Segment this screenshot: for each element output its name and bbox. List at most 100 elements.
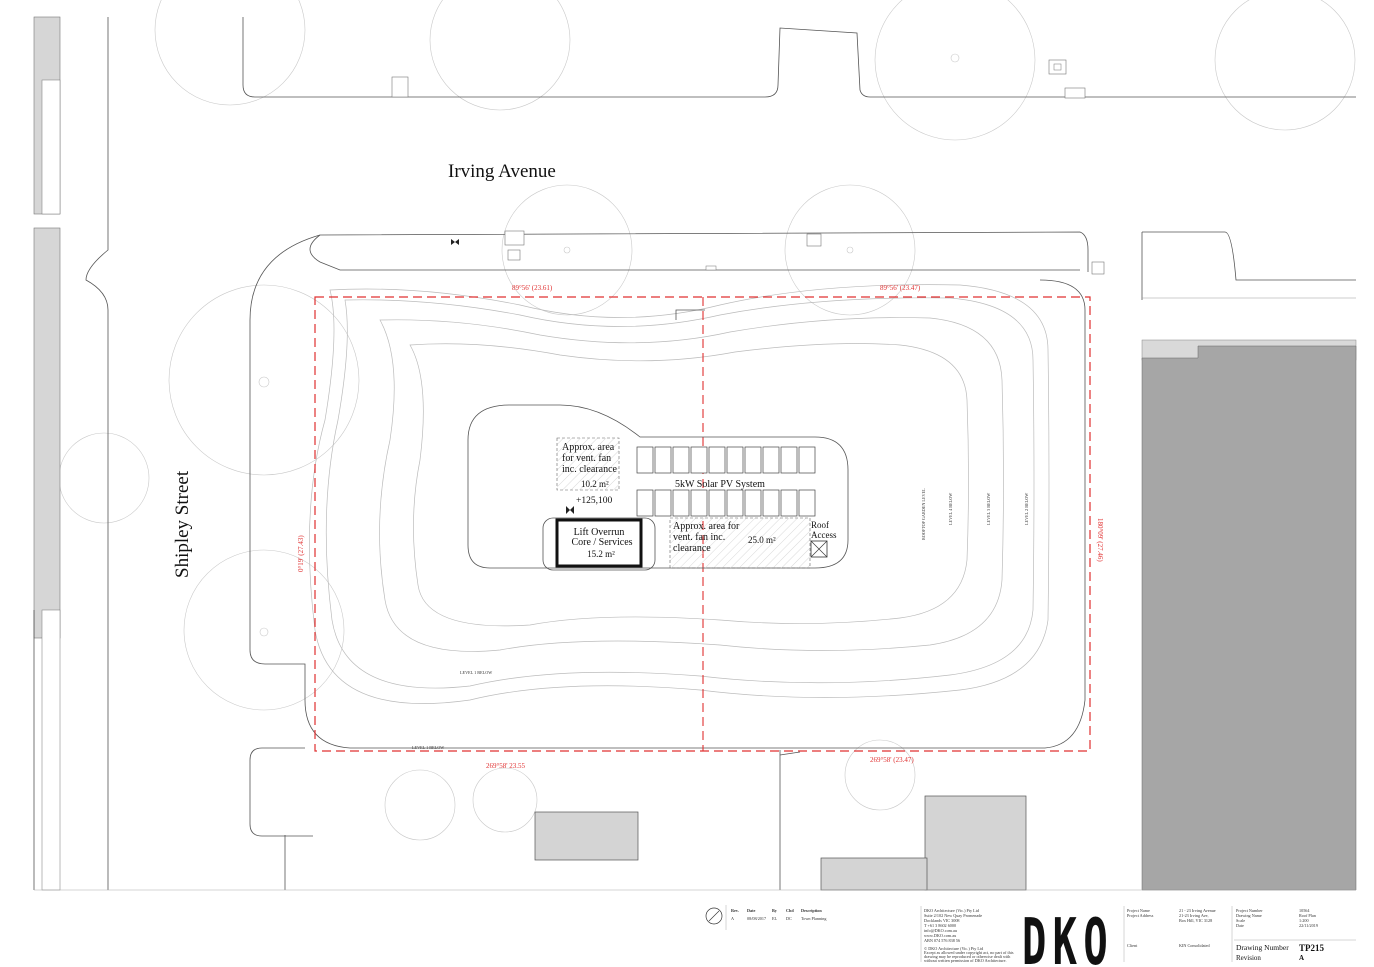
drawing-number-label: Drawing Number (1236, 943, 1289, 952)
firm-line: Suite 2/102 New Quay Promenade (924, 913, 982, 918)
svg-text:25.0 m²: 25.0 m² (748, 535, 776, 545)
svg-text:Lift Overrun: Lift Overrun (574, 527, 625, 538)
lift-overrun-label: Lift Overrun Core / Services 15.2 m² (571, 527, 632, 559)
shipley-street-kerbs (33, 16, 109, 891)
firm-line: ABN 074 576 838 56 (924, 938, 960, 943)
roof-access-label: Roof Access (811, 520, 837, 540)
level-label: LEVEL 3 BELOW (986, 493, 991, 525)
copyright-line: Except as allowed under copyright act, n… (924, 950, 1014, 956)
boundary-label-south-right: 269°58' (23.47) (870, 756, 914, 764)
solar-panel (762, 446, 780, 474)
svg-text:10.2 m²: 10.2 m² (581, 479, 609, 489)
copyright-line: drawing may be reproduced or otherwise d… (924, 954, 1011, 959)
project-number-label: Project Number (1236, 908, 1263, 913)
solar-panel (672, 489, 690, 517)
svg-text:Approx. area: Approx. area (562, 442, 615, 453)
revision-label: Revision (1236, 954, 1261, 962)
north-point-icon (705, 907, 723, 925)
copyright-line: without written permission of DKO Archit… (924, 958, 1007, 963)
revision-value: A (1299, 954, 1304, 962)
solar-panel (744, 489, 762, 517)
rev-row-by: EL (772, 916, 778, 921)
copyright-line: © DKO Architecture (Vic.) Pty Ltd (924, 946, 984, 951)
level-label: ROOFTOP GARDEN LEVEL (921, 488, 926, 540)
svg-text:Core / Services: Core / Services (571, 537, 632, 548)
solar-panel (798, 489, 816, 517)
level-label: LEVEL 1 BELOW (460, 670, 492, 675)
scale-value: 1:200 (1299, 918, 1309, 923)
rev-row-rev: A (731, 916, 734, 921)
solar-panel (726, 489, 744, 517)
svg-text:Roof: Roof (811, 520, 829, 530)
boundary-label-east: 180°09' (27.46) (1096, 518, 1104, 562)
drawing-name-value: Roof Plan (1299, 913, 1317, 918)
solar-panel (654, 489, 672, 517)
tree-canopies (58, 0, 1356, 841)
solar-panel (708, 446, 726, 474)
date-label: Date (1236, 923, 1244, 928)
irving-avenue-kerbs (242, 17, 1356, 275)
solar-panel (780, 489, 798, 517)
svg-text:for vent. fan: for vent. fan (562, 453, 611, 464)
solar-panel (690, 489, 708, 517)
street-name-shipley: Shipley Street (172, 470, 193, 578)
rev-row-date: 08/08/2017 (747, 916, 766, 921)
solar-panel (654, 446, 672, 474)
svg-text:inc. clearance: inc. clearance (562, 464, 618, 475)
solar-panel (762, 489, 780, 517)
rev-header-by: By (772, 908, 778, 913)
solar-panel (708, 489, 726, 517)
boundary-label-north-left: 89°56' (23.61) (512, 284, 553, 292)
drawing-name-label: Drawing Name (1236, 913, 1262, 918)
solar-panel (690, 446, 708, 474)
project-name-value: 21 - 23 Irving Avenue (1179, 908, 1216, 913)
rev-row-chd: DC (786, 916, 792, 921)
rev-header-date: Date (747, 908, 756, 913)
roof-level-marker: +125,100 (576, 496, 612, 506)
firm-line: Docklands VIC 3008 (924, 918, 960, 923)
client-label: Client (1127, 943, 1138, 948)
firm-line: info@DKO.com.au (924, 928, 958, 933)
project-number-value: 10564 (1299, 908, 1310, 913)
level-label: LEVEL 2 BELOW (1024, 493, 1029, 525)
dko-logo: DKO (1022, 906, 1114, 967)
solar-panel (744, 446, 762, 474)
solar-panel (798, 446, 816, 474)
adjacent-building-east (1141, 231, 1357, 891)
client-value: KIN Consolidated (1179, 943, 1210, 948)
title-block: Rev. Date By Chd Description A 08/08/201… (705, 905, 1356, 967)
firm-line: DKO Architecture (Vic.) Pty Ltd (924, 908, 980, 913)
vent-area-1-label: Approx. area for vent. fan inc. clearanc… (562, 442, 618, 489)
project-address-label: Project Address (1127, 913, 1154, 918)
date-value: 22/11/2019 (1299, 923, 1318, 928)
scale-label: Scale (1236, 918, 1245, 923)
rev-header-chd: Chd (786, 908, 794, 913)
svg-text:clearance: clearance (673, 543, 711, 554)
boundary-label-north-right: 89°56' (23.47) (880, 284, 921, 292)
svg-text:15.2 m²: 15.2 m² (587, 549, 615, 559)
solar-panel (726, 446, 744, 474)
solar-panel (780, 446, 798, 474)
level-label: LEVEL 1 BELOW (412, 745, 444, 750)
svg-text:vent. fan inc.: vent. fan inc. (673, 532, 725, 543)
project-name-label: Project Name (1127, 908, 1150, 913)
southern-properties (34, 747, 1356, 891)
solar-panel (672, 446, 690, 474)
rev-header-description: Description (801, 908, 822, 913)
solar-panel (636, 446, 654, 474)
svg-text:Access: Access (811, 530, 837, 540)
building-levels-outlines (249, 234, 1086, 749)
svg-text:Approx. area for: Approx. area for (673, 521, 740, 532)
drawing-number-value: TP215 (1299, 943, 1325, 953)
solar-pv-label: 5kW Solar PV System (675, 479, 765, 490)
project-address-value: Box Hill, VIC 3128 (1179, 918, 1212, 924)
level-label: LEVEL 4 BELOW (948, 493, 953, 525)
street-name-irving: Irving Avenue (448, 161, 556, 182)
project-address-value: 21-23 Irving Ave, (1179, 913, 1209, 919)
boundary-label-south-left: 269°58' 23.55 (486, 762, 526, 770)
firm-line: T +61 3 8602 6000 (924, 923, 956, 928)
rooftop-plant-area (467, 404, 849, 571)
solar-pv-panels (636, 446, 816, 517)
rev-header-rev: Rev. (731, 908, 739, 913)
